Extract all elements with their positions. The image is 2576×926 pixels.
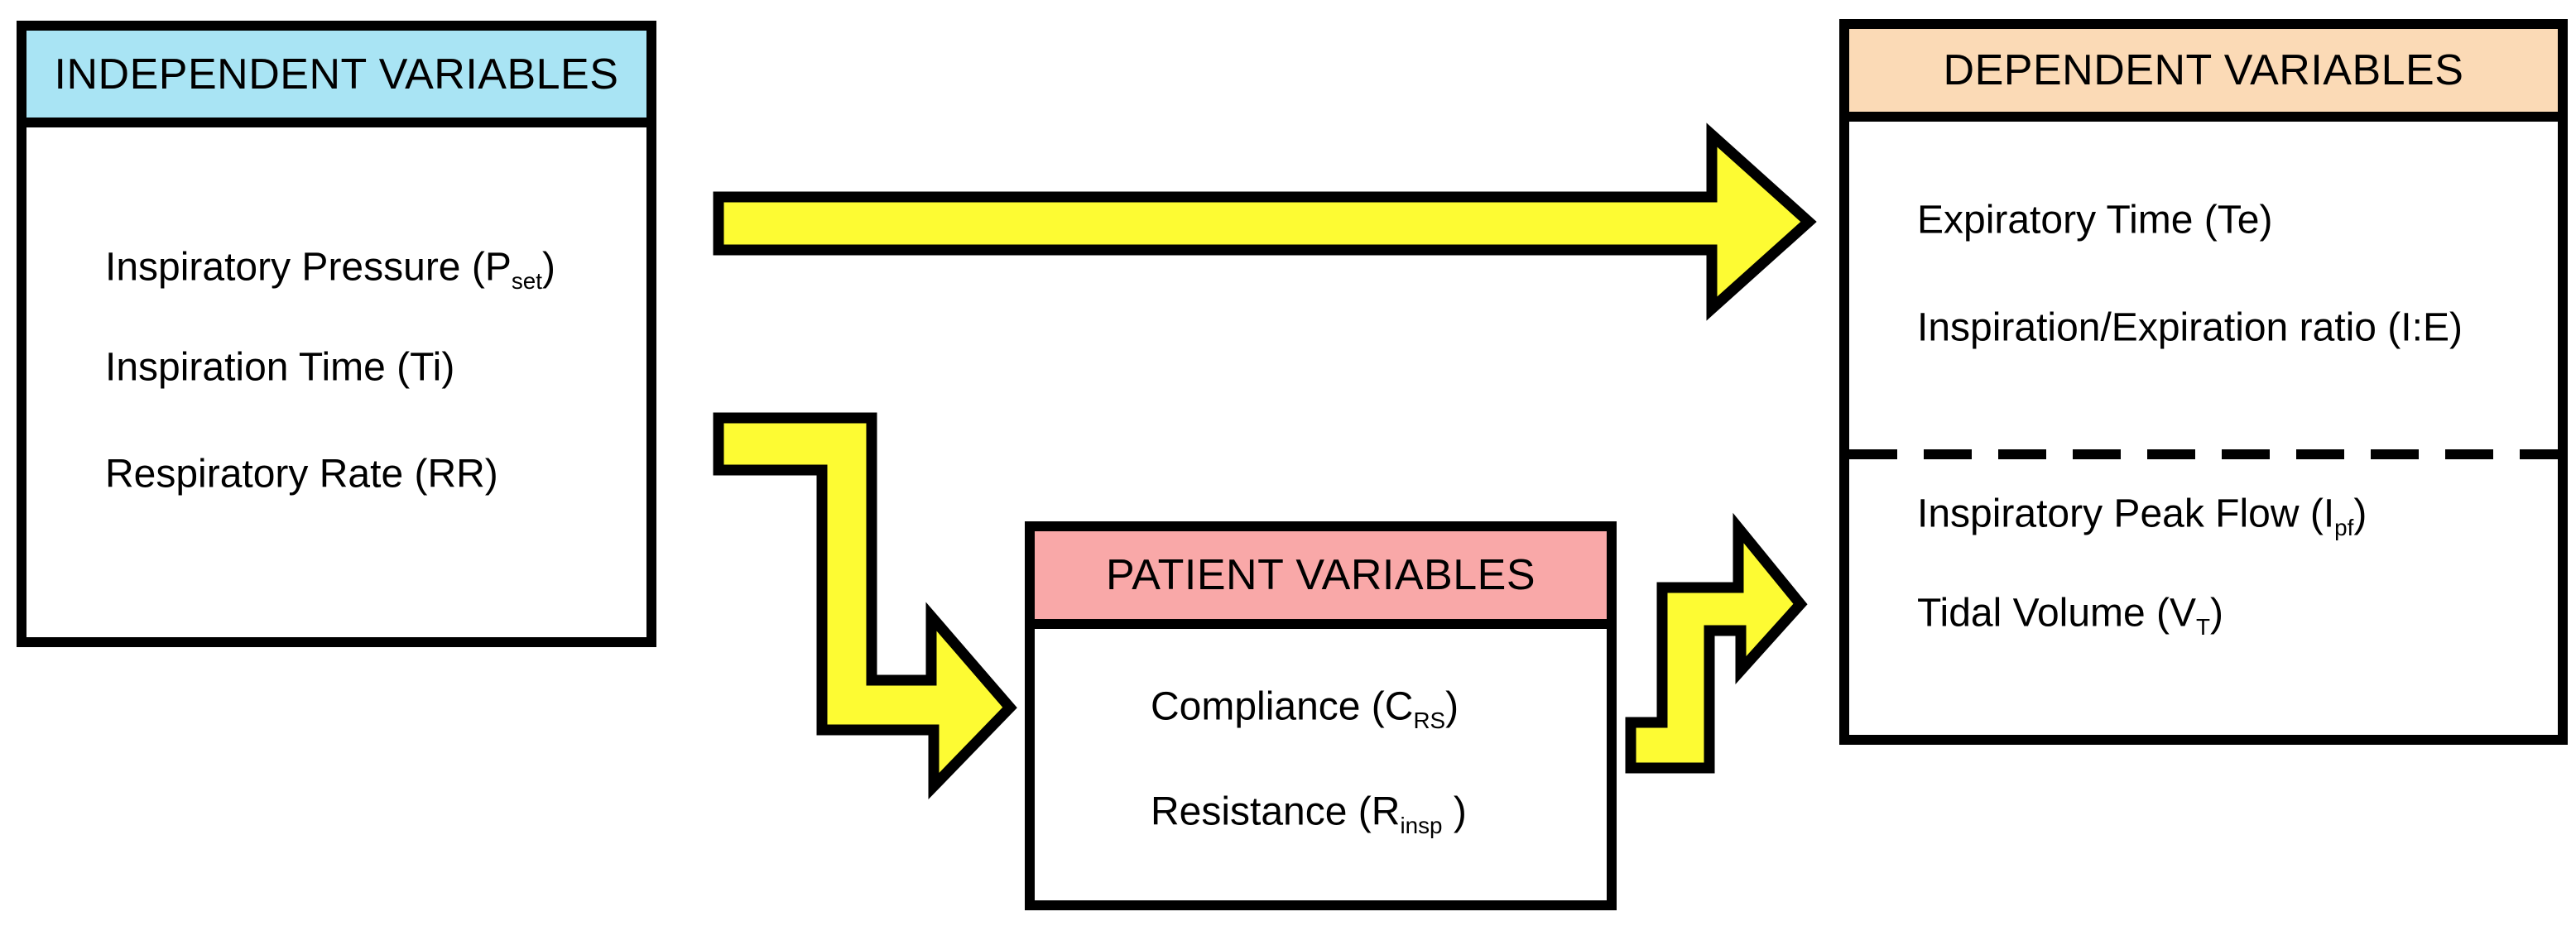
item-text-subscript: RS (1413, 708, 1446, 734)
arrow-independent-to-dependent (713, 122, 1817, 321)
item-text-post: ) (2210, 591, 2224, 636)
item-text-subscript: insp (1400, 813, 1443, 839)
item-respiratory-rate: Respiratory Rate (RR) (105, 453, 498, 497)
item-text-pre: Resistance (R (1151, 789, 1401, 834)
item-inspiratory-pressure: Inspiratory Pressure (Pset) (105, 245, 555, 293)
item-text-pre: Compliance (C (1151, 684, 1414, 729)
dependent-variables-header: DEPENDENT VARIABLES (1849, 29, 2558, 122)
item-tidal-volume: Tidal Volume (VT) (1917, 591, 2224, 639)
item-resistance: Resistance (Rinsp ) (1151, 789, 1467, 839)
patient-variables-title: PATIENT VARIABLES (1105, 551, 1536, 599)
independent-variables-header: INDEPENDENT VARIABLES (26, 31, 646, 127)
patient-variables-box: PATIENT VARIABLES Compliance (CRS) Resis… (1025, 521, 1617, 910)
item-text-post: ) (1442, 789, 1467, 834)
item-text-pre: Tidal Volume (V (1917, 591, 2197, 636)
arrow-patient-to-dependent (1625, 512, 1808, 774)
arrow-independent-to-patient (713, 412, 1017, 800)
item-compliance: Compliance (CRS) (1151, 684, 1459, 734)
item-expiratory-time: Expiratory Time (Te) (1917, 199, 2272, 243)
item-text-subscript: set (511, 268, 542, 295)
dependent-variables-box: DEPENDENT VARIABLES Expiratory Time (Te)… (1839, 19, 2568, 745)
item-text-post: ) (541, 245, 555, 290)
item-text-pre: Respiratory Rate (RR) (105, 452, 498, 497)
independent-variables-box: INDEPENDENT VARIABLES Inspiratory Pressu… (17, 21, 656, 647)
item-text-post: ) (2353, 492, 2367, 536)
item-text-pre: Inspiratory Peak Flow (I (1917, 492, 2335, 536)
item-text-subscript: pf (2334, 515, 2354, 541)
item-text-post: ) (1445, 684, 1459, 729)
item-text-pre: Inspiratory Pressure (P (105, 245, 512, 290)
dependent-variables-title: DEPENDENT VARIABLES (1943, 46, 2464, 94)
item-text-subscript: T (2196, 614, 2211, 641)
item-inspiration-time: Inspiration Time (Ti) (105, 345, 455, 391)
item-text-pre: Inspiration Time (Ti) (105, 345, 455, 390)
dashed-divider (1849, 449, 2558, 459)
patient-variables-header: PATIENT VARIABLES (1035, 531, 1607, 629)
item-text-pre: Inspiration/Expiration ratio (I:E) (1917, 305, 2463, 350)
item-text-pre: Expiratory Time (Te) (1917, 198, 2273, 242)
item-inspiration-expiration-ratio: Inspiration/Expiration ratio (I:E) (1917, 305, 2463, 351)
independent-variables-title: INDEPENDENT VARIABLES (54, 50, 619, 98)
item-inspiratory-peak-flow: Inspiratory Peak Flow (Ipf) (1917, 492, 2367, 541)
